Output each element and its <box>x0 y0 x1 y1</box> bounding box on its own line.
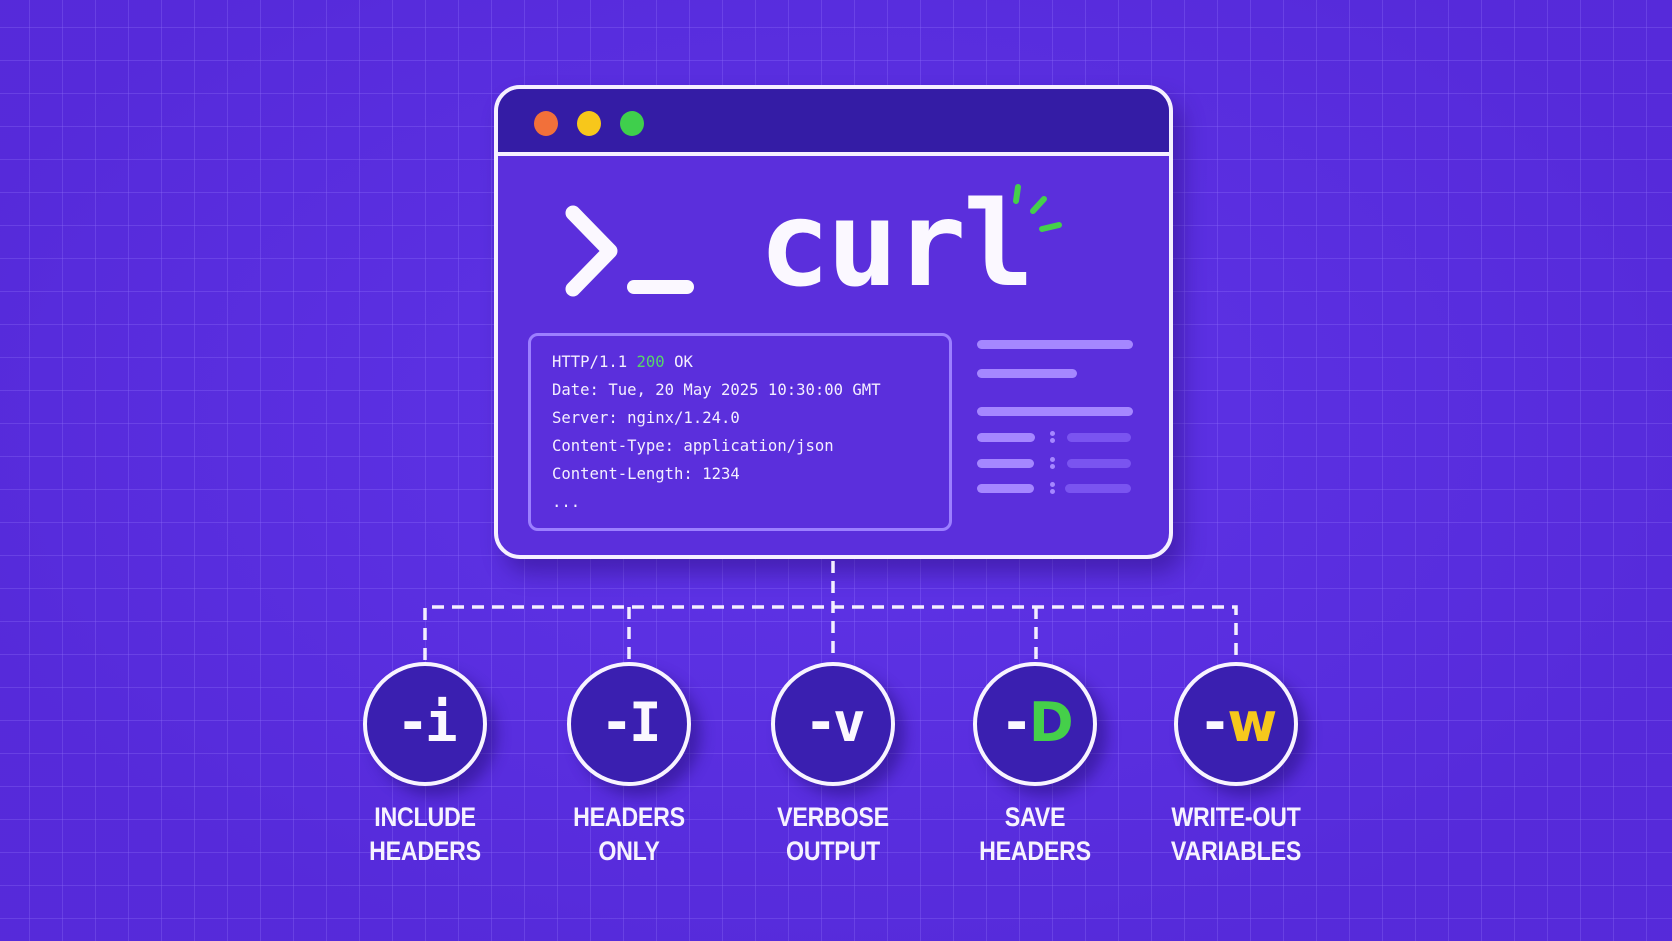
label-line: OUTPUT <box>786 836 880 866</box>
flag-circle[interactable]: -D <box>973 662 1097 786</box>
close-window-button[interactable] <box>534 111 558 136</box>
flag-circle[interactable]: -w <box>1174 662 1298 786</box>
status-line: HTTP/1.1 200 OK <box>552 348 949 376</box>
terminal-prompt-icon <box>565 205 694 297</box>
option-label: VERBOSE OUTPUT <box>747 800 919 868</box>
placeholder-value <box>1067 433 1131 442</box>
label-line: HEADERS <box>573 802 685 832</box>
flag-text: -v <box>804 691 865 754</box>
option-label: SAVE HEADERS <box>949 800 1121 868</box>
header-line-date: Date: Tue, 20 May 2025 10:30:00 GMT <box>552 381 881 399</box>
label-line: VARIABLES <box>1170 836 1302 866</box>
label-line: ONLY <box>598 836 660 866</box>
label-line: SAVE <box>1004 802 1066 832</box>
option-include-headers[interactable]: -i INCLUDE HEADERS <box>325 662 525 868</box>
label-line: HEADERS <box>369 836 481 866</box>
header-line-content-type: Content-Type: application/json <box>552 437 834 455</box>
placeholder-value <box>1067 459 1131 468</box>
option-headers-only[interactable]: -I HEADERS ONLY <box>529 662 729 868</box>
label-line: INCLUDE <box>374 802 476 832</box>
terminal-window: curl HTTP/1.1 200 OK Date: Tue, 20 May 2… <box>494 85 1173 559</box>
window-titlebar <box>498 89 1169 156</box>
option-save-headers[interactable]: -D SAVE HEADERS <box>935 662 1135 868</box>
flag-circle[interactable]: -i <box>363 662 487 786</box>
header-line-server: Server: nginx/1.24.0 <box>552 409 740 427</box>
flag-text: -i <box>396 691 457 754</box>
flag-circle[interactable]: -v <box>771 662 895 786</box>
option-label: INCLUDE HEADERS <box>339 800 511 868</box>
minimize-window-button[interactable] <box>577 111 601 136</box>
placeholder-line <box>977 369 1077 378</box>
colon-icon <box>1050 431 1055 443</box>
response-ellipsis: ... <box>552 493 581 511</box>
colon-icon <box>1050 482 1055 494</box>
header-line-content-length: Content-Length: 1234 <box>552 465 740 483</box>
flag-text: -w <box>1198 691 1277 754</box>
label-line: WRITE-OUT <box>1171 802 1301 832</box>
placeholder-key <box>977 433 1035 442</box>
flag-text: -I <box>600 691 661 754</box>
option-label: HEADERS ONLY <box>543 800 715 868</box>
colon-icon <box>1050 457 1055 469</box>
placeholder-key <box>977 459 1034 468</box>
flag-text: -D <box>1000 691 1073 754</box>
placeholder-key <box>977 484 1034 493</box>
http-response-panel: HTTP/1.1 200 OK Date: Tue, 20 May 2025 1… <box>528 333 952 531</box>
placeholder-value <box>1065 484 1131 493</box>
option-write-out-variables[interactable]: -w WRITE-OUT VARIABLES <box>1136 662 1336 868</box>
option-verbose-output[interactable]: -v VERBOSE OUTPUT <box>733 662 933 868</box>
protocol-text: HTTP/1.1 <box>552 353 628 371</box>
status-code: 200 <box>636 353 665 371</box>
command-title: curl <box>759 175 1034 313</box>
status-reason: OK <box>674 353 693 371</box>
placeholder-line <box>977 340 1133 349</box>
maximize-window-button[interactable] <box>620 111 644 136</box>
label-line: HEADERS <box>979 836 1091 866</box>
placeholder-line <box>977 407 1133 416</box>
sparkle-icon <box>1013 184 1062 232</box>
label-line: VERBOSE <box>777 802 889 832</box>
option-label: WRITE-OUT VARIABLES <box>1150 800 1322 868</box>
flag-circle[interactable]: -I <box>567 662 691 786</box>
